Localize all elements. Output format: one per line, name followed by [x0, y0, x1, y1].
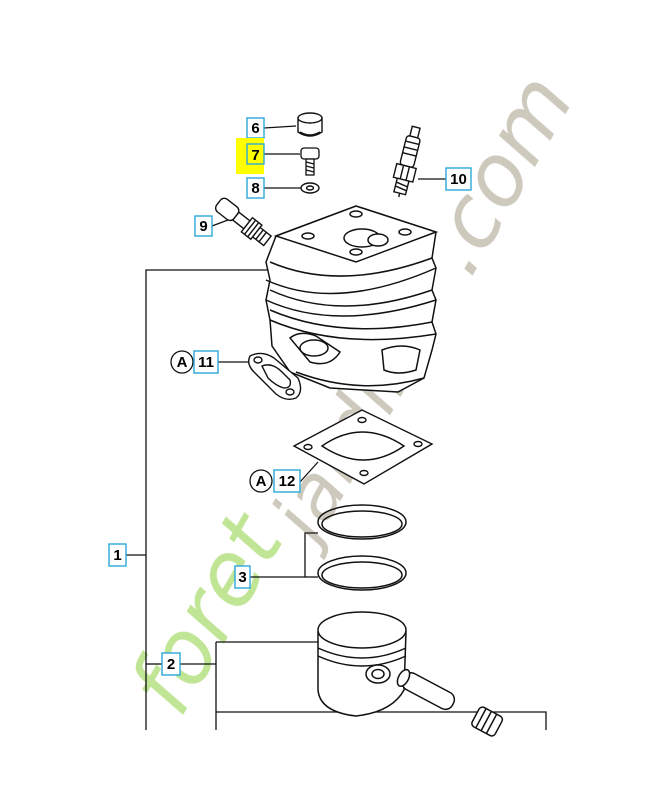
callout-6[interactable]: 6 — [246, 117, 265, 139]
callout-2-text: 2 — [167, 656, 175, 673]
callout-10-text: 10 — [450, 171, 467, 188]
callout-11[interactable]: 11 — [193, 350, 219, 374]
part-cylinder — [265, 205, 439, 393]
callout-12-text: 12 — [279, 473, 296, 490]
callout-9-text: 9 — [199, 218, 207, 235]
callout-3[interactable]: 3 — [234, 565, 251, 589]
part-screw — [300, 147, 320, 176]
callout-9[interactable]: 9 — [194, 215, 213, 237]
callout-3-text: 3 — [238, 569, 246, 586]
callout-10[interactable]: 10 — [445, 167, 472, 191]
callout-8[interactable]: 8 — [246, 177, 265, 199]
callout-7-text: 7 — [251, 147, 259, 164]
callout-1-text: 1 — [113, 547, 121, 564]
callout-11-text: 11 — [198, 354, 214, 371]
part-piston — [317, 611, 504, 737]
part-cap — [297, 112, 323, 137]
callout-1[interactable]: 1 — [108, 543, 127, 567]
part-valve — [214, 197, 273, 247]
part-exhaust-gasket — [247, 352, 302, 401]
part-spark-plug — [392, 125, 421, 198]
callout-8-text: 8 — [251, 180, 259, 197]
watermark-left-word: foret — [109, 494, 305, 730]
leader-lines — [126, 125, 547, 730]
callout-12[interactable]: 12 — [273, 469, 301, 493]
circle-marker-12: A — [249, 469, 273, 493]
part-piston-rings — [317, 504, 407, 591]
part-base-gasket — [292, 409, 434, 485]
circle-marker-12-text: A — [256, 473, 267, 490]
callout-6-text: 6 — [251, 120, 259, 137]
circle-marker-11: A — [170, 350, 194, 374]
callout-7-highlighted[interactable]: 7 — [236, 138, 265, 174]
callout-2[interactable]: 2 — [161, 652, 181, 676]
part-washer — [300, 182, 320, 194]
circle-marker-11-text: A — [177, 354, 188, 371]
